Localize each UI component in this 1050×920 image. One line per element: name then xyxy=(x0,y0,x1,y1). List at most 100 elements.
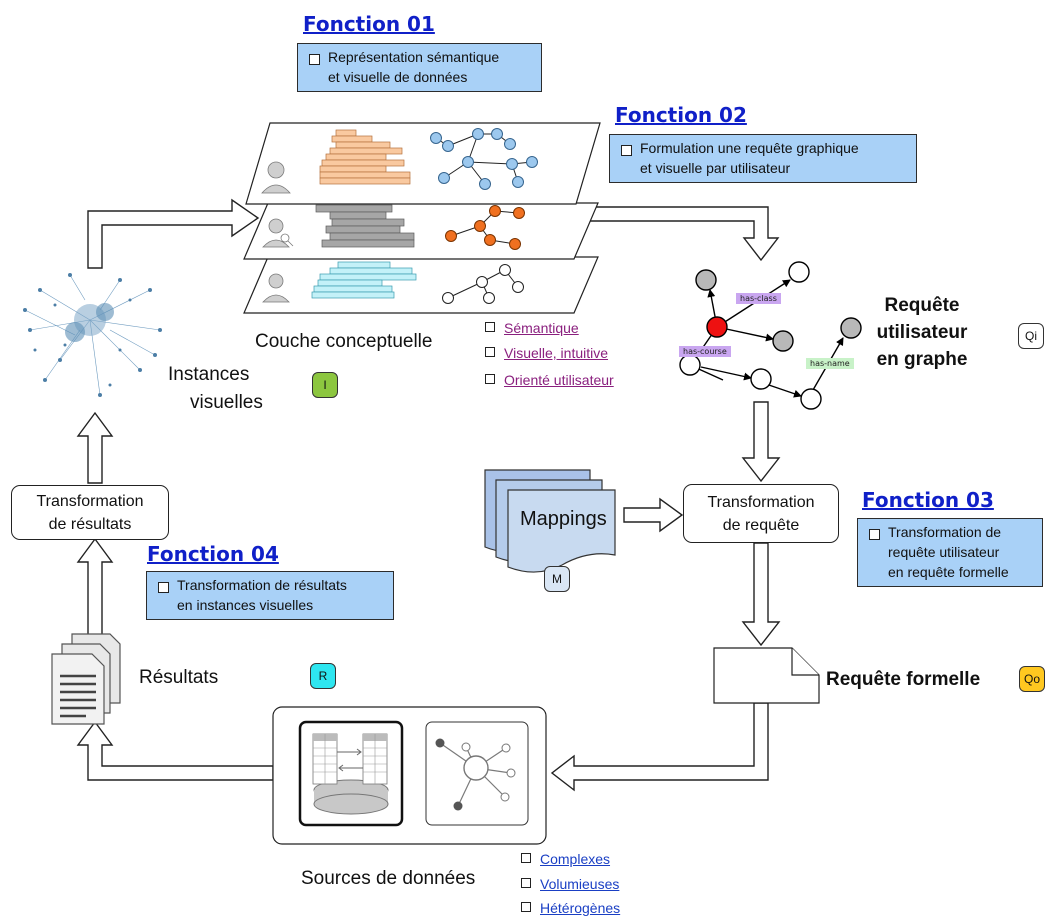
query-node-white-3 xyxy=(750,368,772,390)
data-sources-label: Sources de données xyxy=(301,868,476,889)
query-node-white-4 xyxy=(800,388,822,410)
query-node-grey-1 xyxy=(695,269,717,291)
function-02-title: Fonction 02 xyxy=(615,103,747,127)
layer-middle xyxy=(243,202,599,260)
layer-bottom xyxy=(243,256,599,314)
user-query-graph-label: Requête utilisateur en graphe xyxy=(866,292,978,373)
checkbox-icon xyxy=(158,582,169,593)
checkbox-icon xyxy=(309,54,320,65)
arrow-transform-to-formal xyxy=(741,542,781,647)
visual-instances-line-2: visuelles xyxy=(190,392,263,413)
query-node-white-1 xyxy=(788,261,810,283)
badge-mappings: M xyxy=(544,566,570,592)
results-label: Résultats xyxy=(139,667,219,688)
mappings-stack xyxy=(484,469,616,573)
checkbox-icon xyxy=(621,145,632,156)
function-01-title: Fonction 01 xyxy=(303,12,435,36)
edge-label-has-course: has-course xyxy=(679,346,731,357)
conceptual-property-2: Visuelle, intuitive xyxy=(485,345,608,361)
checkbox-icon xyxy=(485,347,495,357)
layer-middle-user-icon xyxy=(262,218,294,248)
query-node-red xyxy=(706,316,728,338)
conceptual-property-link-2[interactable]: Visuelle, intuitive xyxy=(504,345,609,361)
transform-query-box: Transformation de requête xyxy=(683,484,839,543)
checkbox-icon xyxy=(869,529,880,540)
function-02-line-1: Formulation une requête graphique xyxy=(640,140,859,156)
function-04-title: Fonction 04 xyxy=(147,542,279,566)
function-01-box: Représentation sémantique et visuelle de… xyxy=(297,43,542,92)
layer-top-graph xyxy=(430,128,538,190)
checkbox-icon xyxy=(521,878,531,888)
layer-middle-bars xyxy=(315,204,415,248)
checkbox-icon xyxy=(485,374,495,384)
conceptual-layer-label: Couche conceptuelle xyxy=(255,331,433,352)
data-source-property-3: Hétérogènes xyxy=(521,900,620,916)
edge-label-has-class: has-class xyxy=(736,293,781,304)
checkbox-icon xyxy=(521,853,531,863)
formal-query-label: Requête formelle xyxy=(826,669,981,690)
layer-middle-graph xyxy=(445,205,525,250)
function-03-box: Transformation de requête utilisateur en… xyxy=(857,518,1043,587)
data-source-property-link-2[interactable]: Volumieuses xyxy=(540,876,620,892)
transform-query-line-2: de requête xyxy=(722,516,800,534)
layer-top-bars xyxy=(319,129,411,185)
layer-top xyxy=(245,122,601,205)
arrow-transform-to-instances xyxy=(76,411,114,484)
formal-query-document xyxy=(713,647,820,704)
instances-network-image xyxy=(23,273,162,397)
user-query-graph-line-1: Requête xyxy=(884,295,960,316)
checkbox-icon xyxy=(521,902,531,912)
function-01-line-1: Représentation sémantique xyxy=(328,49,500,65)
query-node-grey-2 xyxy=(772,330,794,352)
data-source-property-link-1[interactable]: Complexes xyxy=(540,851,611,867)
conceptual-property-1: Sémantique xyxy=(485,320,579,336)
transform-results-box: Transformation de résultats xyxy=(11,485,169,540)
mappings-label: Mappings xyxy=(520,508,607,530)
function-04-box: Transformation de résultats en instances… xyxy=(146,571,394,620)
flow-arrows xyxy=(76,198,781,792)
arrow-query-to-transform xyxy=(741,401,781,483)
checkbox-icon xyxy=(485,322,495,332)
arrow-results-to-transform xyxy=(76,537,114,637)
data-source-property-1: Complexes xyxy=(521,851,610,867)
query-node-grey-3 xyxy=(840,317,862,339)
badge-query-graph: Qi xyxy=(1018,323,1044,349)
data-source-property-link-3[interactable]: Hétérogènes xyxy=(540,900,621,916)
user-query-graph xyxy=(679,261,862,410)
layer-bottom-user-icon xyxy=(262,273,290,303)
query-node-white-2 xyxy=(679,354,701,376)
function-03-line-3: en requête formelle xyxy=(888,564,1009,580)
transform-query-line-1: Transformation xyxy=(707,493,815,511)
layer-bottom-graph xyxy=(442,264,524,304)
conceptual-property-link-3[interactable]: Orienté utilisateur xyxy=(504,372,614,388)
function-01-line-2: et visuelle de données xyxy=(328,69,468,85)
conceptual-property-3: Orienté utilisateur xyxy=(485,372,614,388)
arrow-layers-to-query xyxy=(579,206,780,262)
results-documents-icon xyxy=(51,633,121,725)
arrow-instances-to-layers xyxy=(87,198,260,269)
badge-formal-query: Qo xyxy=(1019,666,1045,692)
layer-top-user-icon xyxy=(261,161,291,194)
badge-instances: I xyxy=(312,372,338,398)
data-source-property-2: Volumieuses xyxy=(521,876,619,892)
function-02-line-2: et visuelle par utilisateur xyxy=(640,160,791,176)
arrow-sources-to-results xyxy=(76,720,274,781)
function-03-title: Fonction 03 xyxy=(862,488,994,512)
layer-bottom-bars xyxy=(311,261,417,299)
function-04-line-2: en instances visuelles xyxy=(177,597,314,613)
database-icon xyxy=(298,720,404,827)
transform-results-line-1: Transformation xyxy=(36,492,144,510)
badge-results: R xyxy=(310,663,336,689)
conceptual-layers xyxy=(243,122,601,314)
user-query-graph-line-2: utilisateur xyxy=(876,322,968,343)
function-02-box: Formulation une requête graphique et vis… xyxy=(609,134,917,183)
conceptual-property-link-1[interactable]: Sémantique xyxy=(504,320,579,336)
network-source-icon xyxy=(425,721,529,826)
arrow-mappings-to-transform xyxy=(623,497,684,533)
function-04-line-1: Transformation de résultats xyxy=(177,577,347,593)
function-03-line-1: Transformation de xyxy=(888,524,1002,540)
user-query-graph-line-3: en graphe xyxy=(876,349,968,370)
arrow-formal-to-sources xyxy=(550,702,769,792)
